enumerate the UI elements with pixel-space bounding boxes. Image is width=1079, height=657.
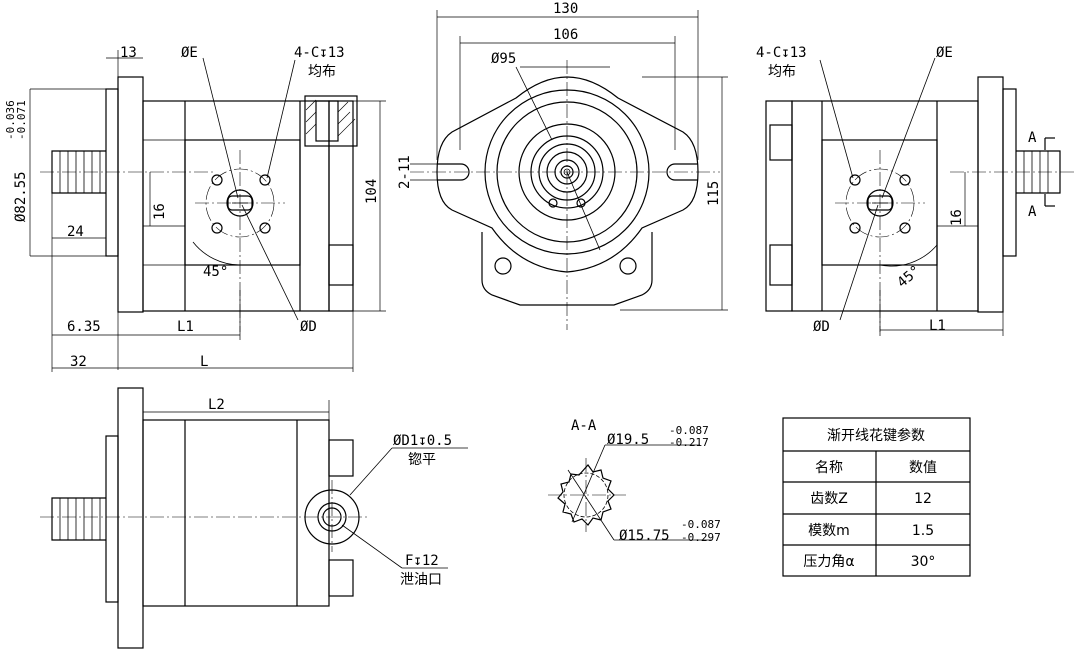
dim-32: 32: [70, 354, 87, 370]
label-spotface: 锪平: [408, 452, 436, 468]
dim-95: Ø95: [491, 51, 516, 67]
dimension-labels: 13 ØE 4-C↧13 均布 Ø82.55 -0.036 -0.071 24 …: [4, 1, 1037, 588]
dim-15-75: Ø15.75: [619, 528, 670, 544]
dim-l2: L2: [208, 397, 225, 413]
section-marker-a-top: A: [1028, 130, 1037, 146]
table-cell-module-label: 模数m: [808, 523, 850, 539]
front-view: [410, 10, 728, 330]
dim-106: 106: [553, 27, 578, 43]
dim-104: 104: [364, 179, 380, 204]
table-cell-teeth-label: 齿数Z: [810, 491, 848, 507]
table-header-value: 数值: [909, 460, 937, 476]
label-drain-port: 泄油口: [400, 572, 442, 588]
section-marker-a-bottom: A: [1028, 204, 1037, 220]
dim-24: 24: [67, 224, 84, 240]
dim-15-75-tol-lower: -0.297: [681, 531, 721, 544]
table-cell-teeth-value: 12: [914, 491, 932, 507]
table-title: 渐开线花键参数: [827, 427, 925, 444]
dim-19-5: Ø19.5: [607, 432, 649, 448]
dim-16-right: 16: [949, 209, 965, 226]
table-cell-pressure-angle-value: 30°: [911, 554, 936, 570]
dim-19-5-tol-lower: -0.217: [669, 436, 709, 449]
dim-uniform-left: 均布: [308, 64, 336, 80]
dim-2-11: 2-11: [397, 155, 413, 189]
section-a-a-title: A-A: [571, 418, 597, 434]
dim-16-left: 16: [152, 203, 168, 220]
dim-45-right: 45°: [894, 263, 924, 292]
dim-diameter-d-left: ØD: [300, 319, 317, 335]
dim-82-55-tol-lower: -0.071: [15, 100, 28, 140]
dim-l: L: [200, 354, 208, 370]
section-a-a-view: [548, 444, 712, 541]
dim-45-left: 45°: [203, 264, 228, 280]
dim-15-75-tol-upper: -0.087: [681, 518, 721, 531]
dim-82-55: Ø82.55: [13, 171, 29, 222]
dim-diameter-d-right: ØD: [813, 319, 830, 335]
dim-l1-left: L1: [177, 319, 194, 335]
dim-13: 13: [120, 45, 137, 61]
dim-115: 115: [706, 181, 722, 206]
dim-130: 130: [553, 1, 578, 17]
spline-parameter-table: 渐开线花键参数 名称 数值 齿数Z 12 模数m 1.5 压力角α 30°: [782, 417, 971, 577]
dim-uniform-right: 均布: [768, 64, 796, 80]
dim-l1-right: L1: [929, 318, 946, 334]
table-header-name: 名称: [815, 460, 843, 476]
dim-82-55-tol-upper: -0.036: [4, 100, 17, 140]
dim-d1-spotface: ØD1↧0.5: [393, 433, 452, 449]
table-cell-pressure-angle-label: 压力角α: [803, 554, 854, 570]
dim-diameter-e-right: ØE: [936, 45, 953, 61]
dim-holes-right: 4-C↧13: [756, 45, 807, 61]
dim-f12: F↧12: [405, 553, 439, 569]
bottom-view: [40, 387, 468, 649]
table-cell-module-value: 1.5: [912, 523, 934, 539]
left-side-view: [29, 50, 386, 372]
dim-6-35: 6.35: [67, 319, 101, 335]
dim-19-5-tol-upper: -0.087: [669, 424, 709, 437]
dim-diameter-e-left: ØE: [181, 45, 198, 61]
right-side-view: [765, 57, 1075, 336]
dim-holes-left: 4-C↧13: [294, 45, 345, 61]
